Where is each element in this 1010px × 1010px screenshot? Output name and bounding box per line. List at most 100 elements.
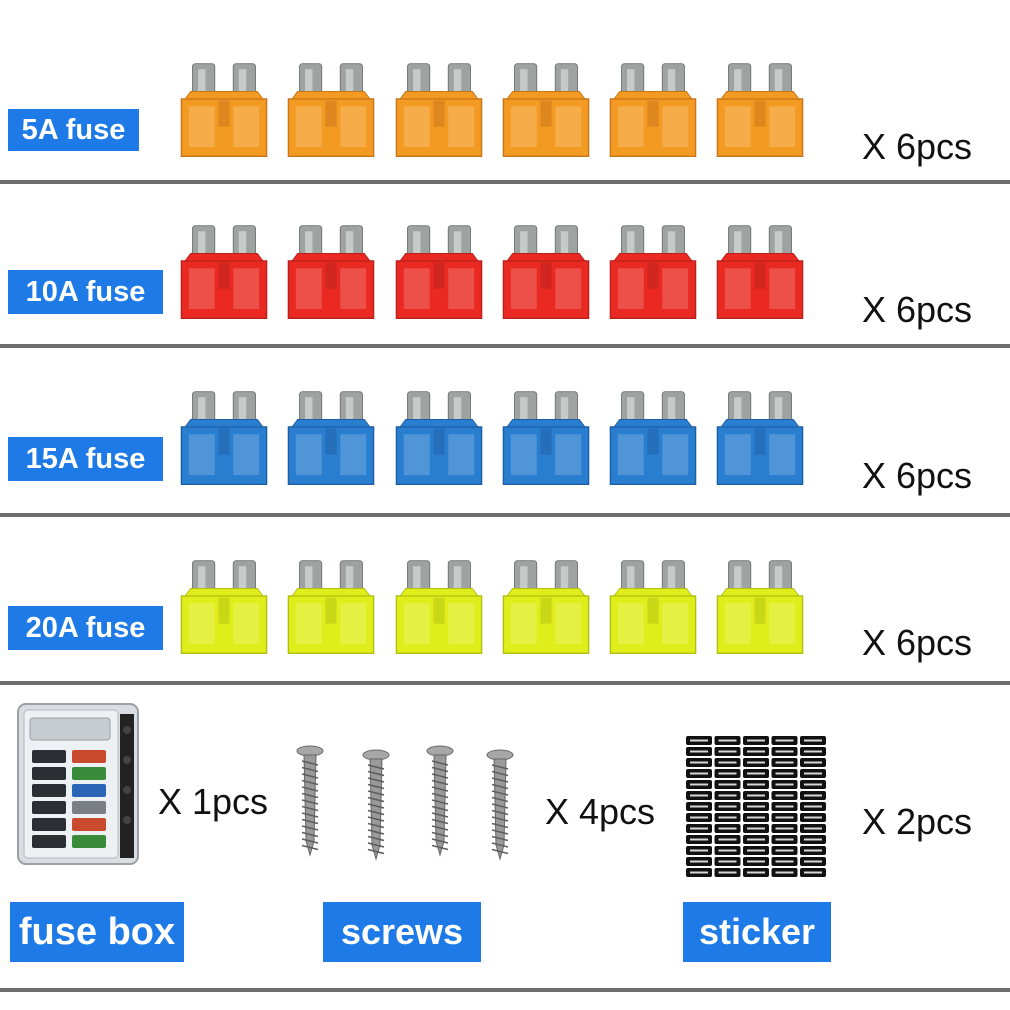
sticker-text-mark bbox=[747, 871, 765, 874]
fuse-qty-20a: X 6pcs bbox=[862, 622, 973, 663]
sticker-text-mark bbox=[775, 860, 794, 863]
fuse bbox=[395, 560, 483, 654]
fuse-slot bbox=[72, 818, 106, 831]
sticker-text-mark bbox=[747, 816, 765, 819]
sticker-text-mark bbox=[747, 805, 765, 808]
sticker-text-mark bbox=[804, 827, 822, 830]
sticker-text-mark bbox=[775, 794, 794, 797]
fuse-slot bbox=[72, 750, 106, 763]
fuse bbox=[716, 63, 804, 157]
fuse bbox=[502, 63, 590, 157]
fuse-label-10a: 10A fuse bbox=[8, 270, 163, 314]
sticker-text-mark bbox=[804, 761, 822, 764]
fuse bbox=[609, 560, 697, 654]
fuse-qty-10a: X 6pcs bbox=[862, 289, 973, 330]
sticker-text-mark bbox=[804, 739, 822, 742]
sticker-text-mark bbox=[690, 805, 708, 808]
fuse-slot bbox=[32, 818, 66, 831]
sticker-text-mark bbox=[775, 827, 794, 830]
fuse-box-label: fuse box bbox=[10, 902, 184, 962]
sticker-text-mark bbox=[775, 849, 794, 852]
sticker-text-mark bbox=[718, 750, 737, 753]
fuse bbox=[609, 225, 697, 319]
sticker-sheet-image bbox=[684, 734, 828, 878]
fuse-slot bbox=[32, 767, 66, 780]
fuse-slot bbox=[72, 784, 106, 797]
sticker-text-mark bbox=[775, 761, 794, 764]
sticker-text-mark bbox=[718, 805, 737, 808]
sticker-text-mark bbox=[690, 794, 708, 797]
sticker-text-mark bbox=[775, 816, 794, 819]
sticker-text-mark bbox=[804, 783, 822, 786]
sticker-text-mark bbox=[690, 860, 708, 863]
fuse-label-15a: 15A fuse bbox=[8, 437, 163, 481]
sticker-text-mark bbox=[747, 739, 765, 742]
sticker-text-mark bbox=[804, 871, 822, 874]
sticker-text-mark bbox=[690, 838, 708, 841]
sticker-text-mark bbox=[747, 849, 765, 852]
sticker-text-mark bbox=[747, 783, 765, 786]
sticker-text-mark bbox=[747, 772, 765, 775]
fuse-label-5a: 5A fuse bbox=[8, 109, 139, 151]
fuse bbox=[395, 225, 483, 319]
sticker-text-mark bbox=[690, 739, 708, 742]
fuse bbox=[502, 391, 590, 485]
screws-group bbox=[290, 745, 530, 861]
fuse bbox=[395, 63, 483, 157]
sticker-text-mark bbox=[718, 794, 737, 797]
fuse-qty-5a: X 6pcs bbox=[862, 126, 973, 167]
fuse-slot bbox=[72, 801, 106, 814]
fuse bbox=[609, 63, 697, 157]
fuse bbox=[180, 560, 268, 654]
sticker-text-mark bbox=[747, 750, 765, 753]
sticker-text-mark bbox=[804, 772, 822, 775]
sticker-text-mark bbox=[804, 805, 822, 808]
sticker-text-mark bbox=[690, 783, 708, 786]
sticker-label: sticker bbox=[683, 902, 831, 962]
fuse bbox=[287, 225, 375, 319]
sticker-text-mark bbox=[690, 827, 708, 830]
sticker-text-mark bbox=[718, 739, 737, 742]
fuse-slot bbox=[32, 750, 66, 763]
screw-icon bbox=[362, 749, 390, 861]
divider bbox=[0, 681, 1010, 685]
sticker-text-mark bbox=[718, 761, 737, 764]
fuse bbox=[716, 225, 804, 319]
fuse bbox=[502, 225, 590, 319]
screw-icon bbox=[486, 749, 514, 861]
fuse-group-5a bbox=[0, 60, 1010, 170]
fuse bbox=[609, 391, 697, 485]
sticker-text-mark bbox=[804, 816, 822, 819]
sticker-text-mark bbox=[718, 849, 737, 852]
sticker-text-mark bbox=[718, 772, 737, 775]
fuse bbox=[180, 63, 268, 157]
fuse bbox=[287, 391, 375, 485]
sticker-text-mark bbox=[718, 816, 737, 819]
fuse bbox=[395, 391, 483, 485]
fuse-label-20a: 20A fuse bbox=[8, 606, 163, 650]
fuse bbox=[180, 225, 268, 319]
screws-label: screws bbox=[323, 902, 481, 962]
sticker-qty: X 2pcs bbox=[862, 801, 973, 842]
sticker-text-mark bbox=[747, 761, 765, 764]
sticker-text-mark bbox=[804, 849, 822, 852]
sticker-text-mark bbox=[690, 849, 708, 852]
sticker-text-mark bbox=[690, 871, 708, 874]
screw-icon bbox=[426, 745, 454, 857]
sticker-text-mark bbox=[690, 761, 708, 764]
fuse-group-10a bbox=[0, 222, 1010, 332]
sticker-text-mark bbox=[747, 794, 765, 797]
sticker-text-mark bbox=[690, 772, 708, 775]
divider bbox=[0, 513, 1010, 517]
fuse bbox=[502, 560, 590, 654]
sticker-text-mark bbox=[804, 750, 822, 753]
sticker-text-mark bbox=[718, 860, 737, 863]
sticker-text-mark bbox=[718, 838, 737, 841]
sticker-text-mark bbox=[804, 860, 822, 863]
fuse bbox=[287, 63, 375, 157]
sticker-text-mark bbox=[775, 772, 794, 775]
fuse-box-image bbox=[17, 703, 139, 865]
sticker-text-mark bbox=[718, 871, 737, 874]
fuse-group-20a bbox=[0, 557, 1010, 667]
sticker-text-mark bbox=[747, 860, 765, 863]
